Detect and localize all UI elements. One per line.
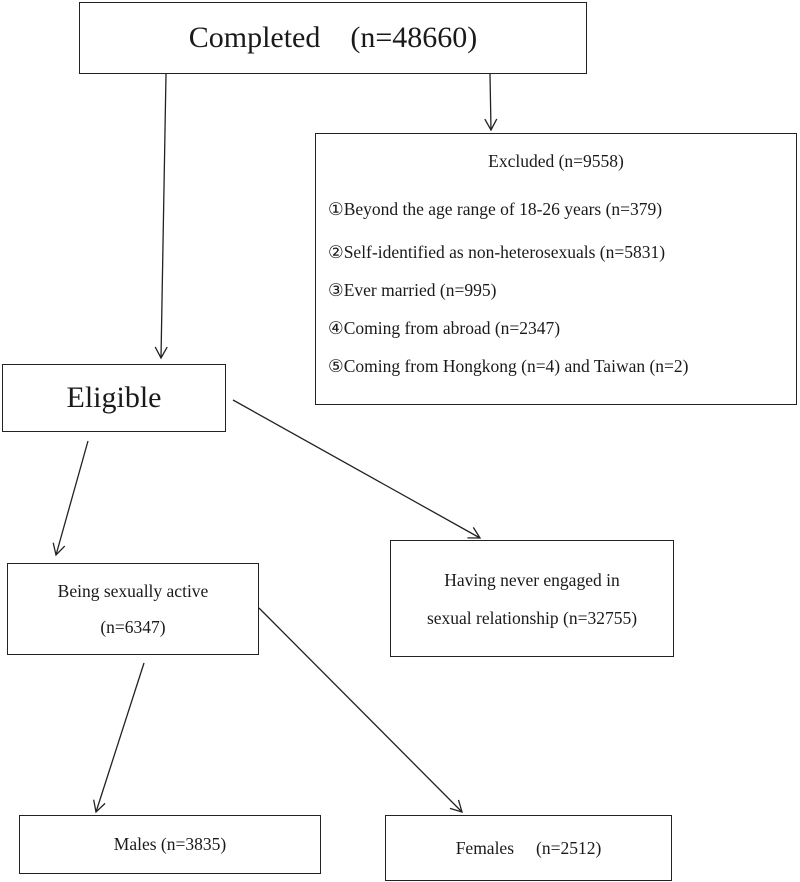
males-box: Males (n=3835) [19,815,321,874]
females-text: Females (n=2512) [456,838,602,859]
eligible-label: Eligible [66,381,162,414]
arrow-completed-to-eligible [154,73,168,360]
arrow-active-to-males [93,662,145,814]
excluded-item: ⑤Coming from Hongkong (n=4) and Taiwan (… [328,356,689,376]
excluded-item: ③Ever married (n=995) [328,280,497,300]
arrow-eligible-to-never [232,399,482,539]
females-label: Females [455,837,515,858]
completed-label: Completed [188,21,321,54]
eligible-box: Eligible [2,364,226,432]
completed-box: Completed (n=48660) [79,2,587,74]
never-engaged-label: Having never engaged in [444,569,620,590]
excluded-item: ②Self-identified as non-heterosexuals (n… [328,242,666,262]
excluded-item: ①Beyond the age range of 18-26 years (n=… [328,199,663,219]
males-label: Males (n=3835) [113,834,227,854]
completed-count: (n=48660) [350,21,478,54]
arrow-active-to-females [258,607,463,813]
excluded-item: ④Coming from abroad (n=2347) [328,318,561,338]
excluded-box: Excluded (n=9558) ①Beyond the age range … [315,133,797,405]
females-box: Females (n=2512) [385,815,672,881]
sexually-active-label: Being sexually active [57,581,209,601]
excluded-title: Excluded (n=9558) [488,151,624,171]
never-engaged-count: sexual relationship (n=32755) [426,607,638,628]
completed-text: Completed (n=48660) [189,21,478,55]
never-engaged-box: Having never engaged in sexual relations… [390,540,674,657]
sexually-active-count: (n=6347) [100,617,166,637]
sexually-active-box: Being sexually active (n=6347) [7,563,259,655]
arrow-completed-to-excluded [484,73,498,132]
females-count: (n=2512) [536,837,602,858]
arrow-eligible-to-active [52,440,89,557]
